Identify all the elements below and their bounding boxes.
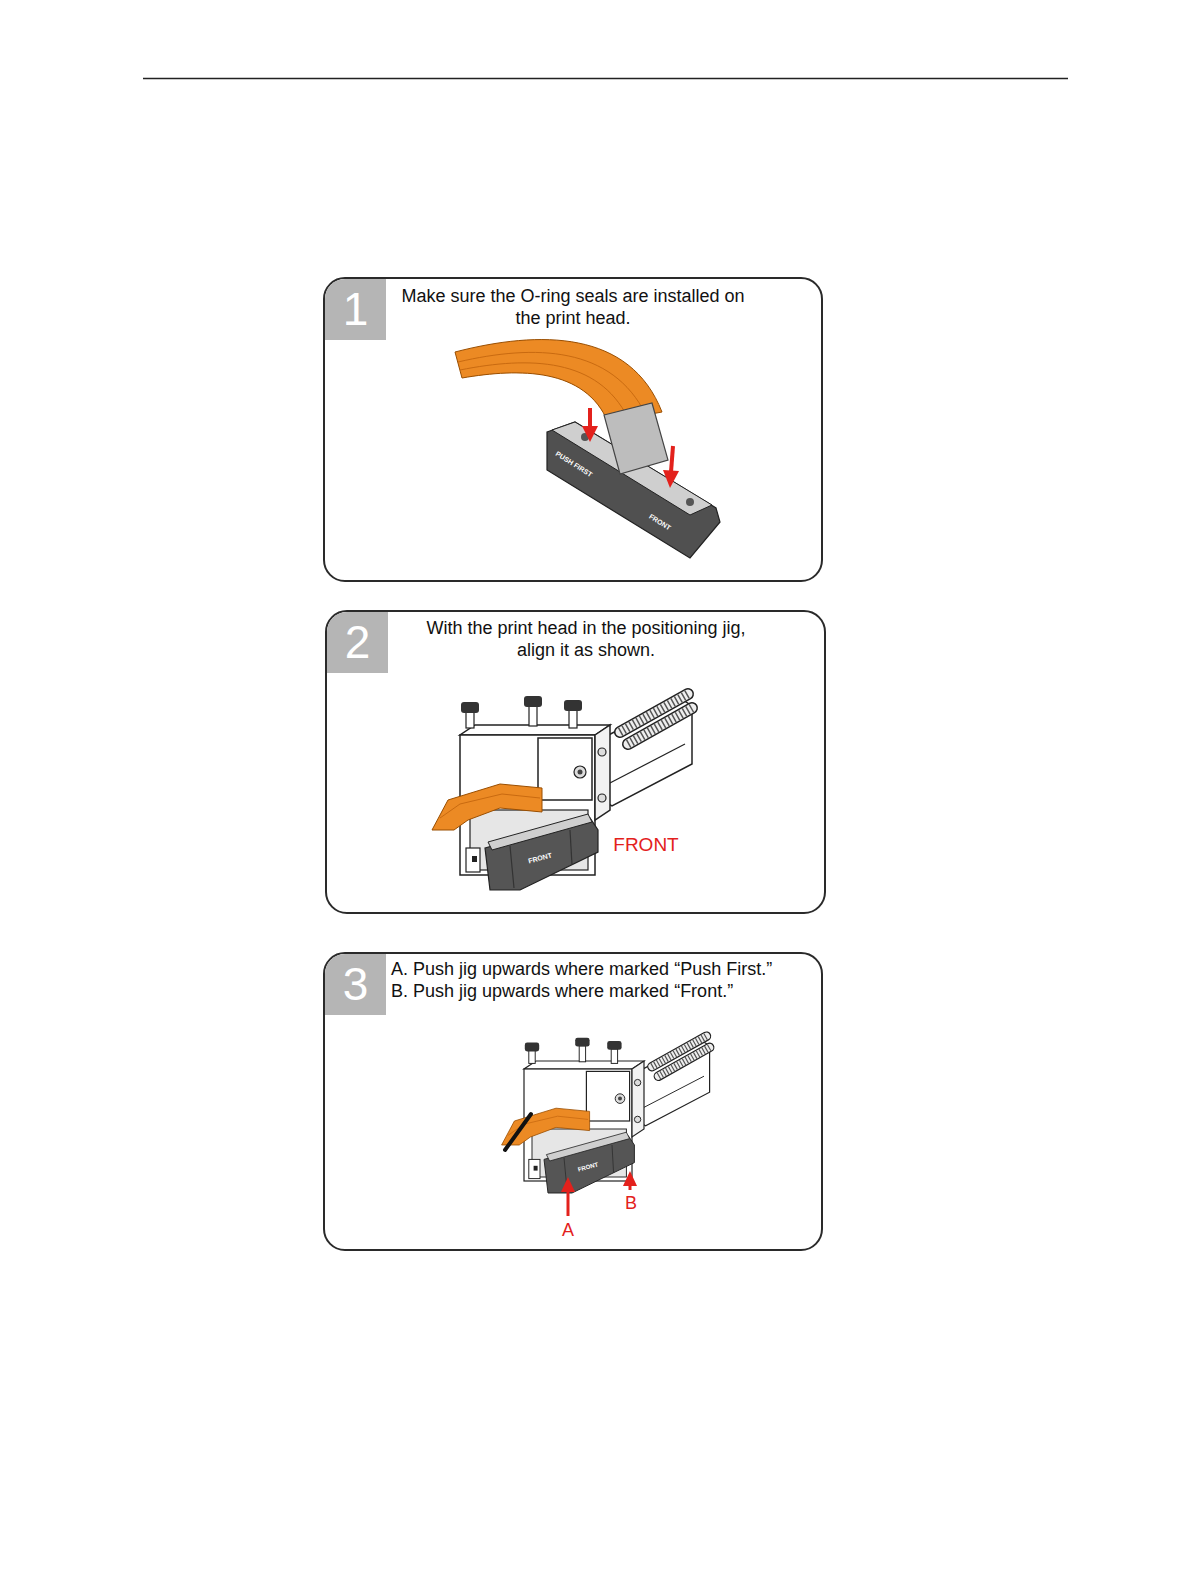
step-number-text: 1 bbox=[325, 279, 386, 340]
callout-letter: A bbox=[562, 1221, 574, 1239]
header-rule bbox=[143, 78, 1068, 80]
jig-figure bbox=[502, 1036, 710, 1193]
direction-label: FRONT bbox=[613, 835, 678, 854]
arrow-head bbox=[582, 426, 598, 442]
step-number-text: 3 bbox=[325, 954, 386, 1015]
arrow-head bbox=[663, 470, 679, 488]
ribbon-stripe bbox=[458, 352, 646, 415]
jig-figure bbox=[432, 694, 692, 890]
step-number: 1 bbox=[325, 279, 386, 340]
connector-plate bbox=[604, 403, 668, 474]
step-panel: 1Make sure the O-ring seals are installe… bbox=[323, 277, 823, 582]
step-number: 2 bbox=[327, 612, 388, 673]
seal-port bbox=[686, 498, 694, 506]
instruction-text: B. Push jig upwards where marked “Front.… bbox=[391, 980, 816, 1002]
step-panel: 2 With the print head in the positioning … bbox=[325, 610, 826, 914]
print-head-figure bbox=[455, 340, 720, 558]
arrow-shaft bbox=[588, 408, 592, 428]
step-number: 3 bbox=[325, 954, 386, 1015]
instruction-text: A. Push jig upwards where marked “Push F… bbox=[391, 958, 816, 980]
ribbon-stripe bbox=[460, 363, 628, 418]
arrow-head bbox=[561, 1177, 575, 1192]
step-number-text: 2 bbox=[327, 612, 388, 673]
arrow-shaft bbox=[567, 1190, 570, 1216]
instruction-text: Make sure the O-ring seals are installed… bbox=[397, 285, 749, 329]
step-panel: 3A. Push jig upwards where marked “Push … bbox=[323, 952, 823, 1251]
arrow-head bbox=[623, 1171, 637, 1186]
instruction-text: With the print head in the positioning j… bbox=[406, 617, 766, 661]
callout-letter: B bbox=[625, 1194, 637, 1212]
jig-lever bbox=[505, 1114, 531, 1150]
arrow-shaft bbox=[671, 446, 673, 472]
